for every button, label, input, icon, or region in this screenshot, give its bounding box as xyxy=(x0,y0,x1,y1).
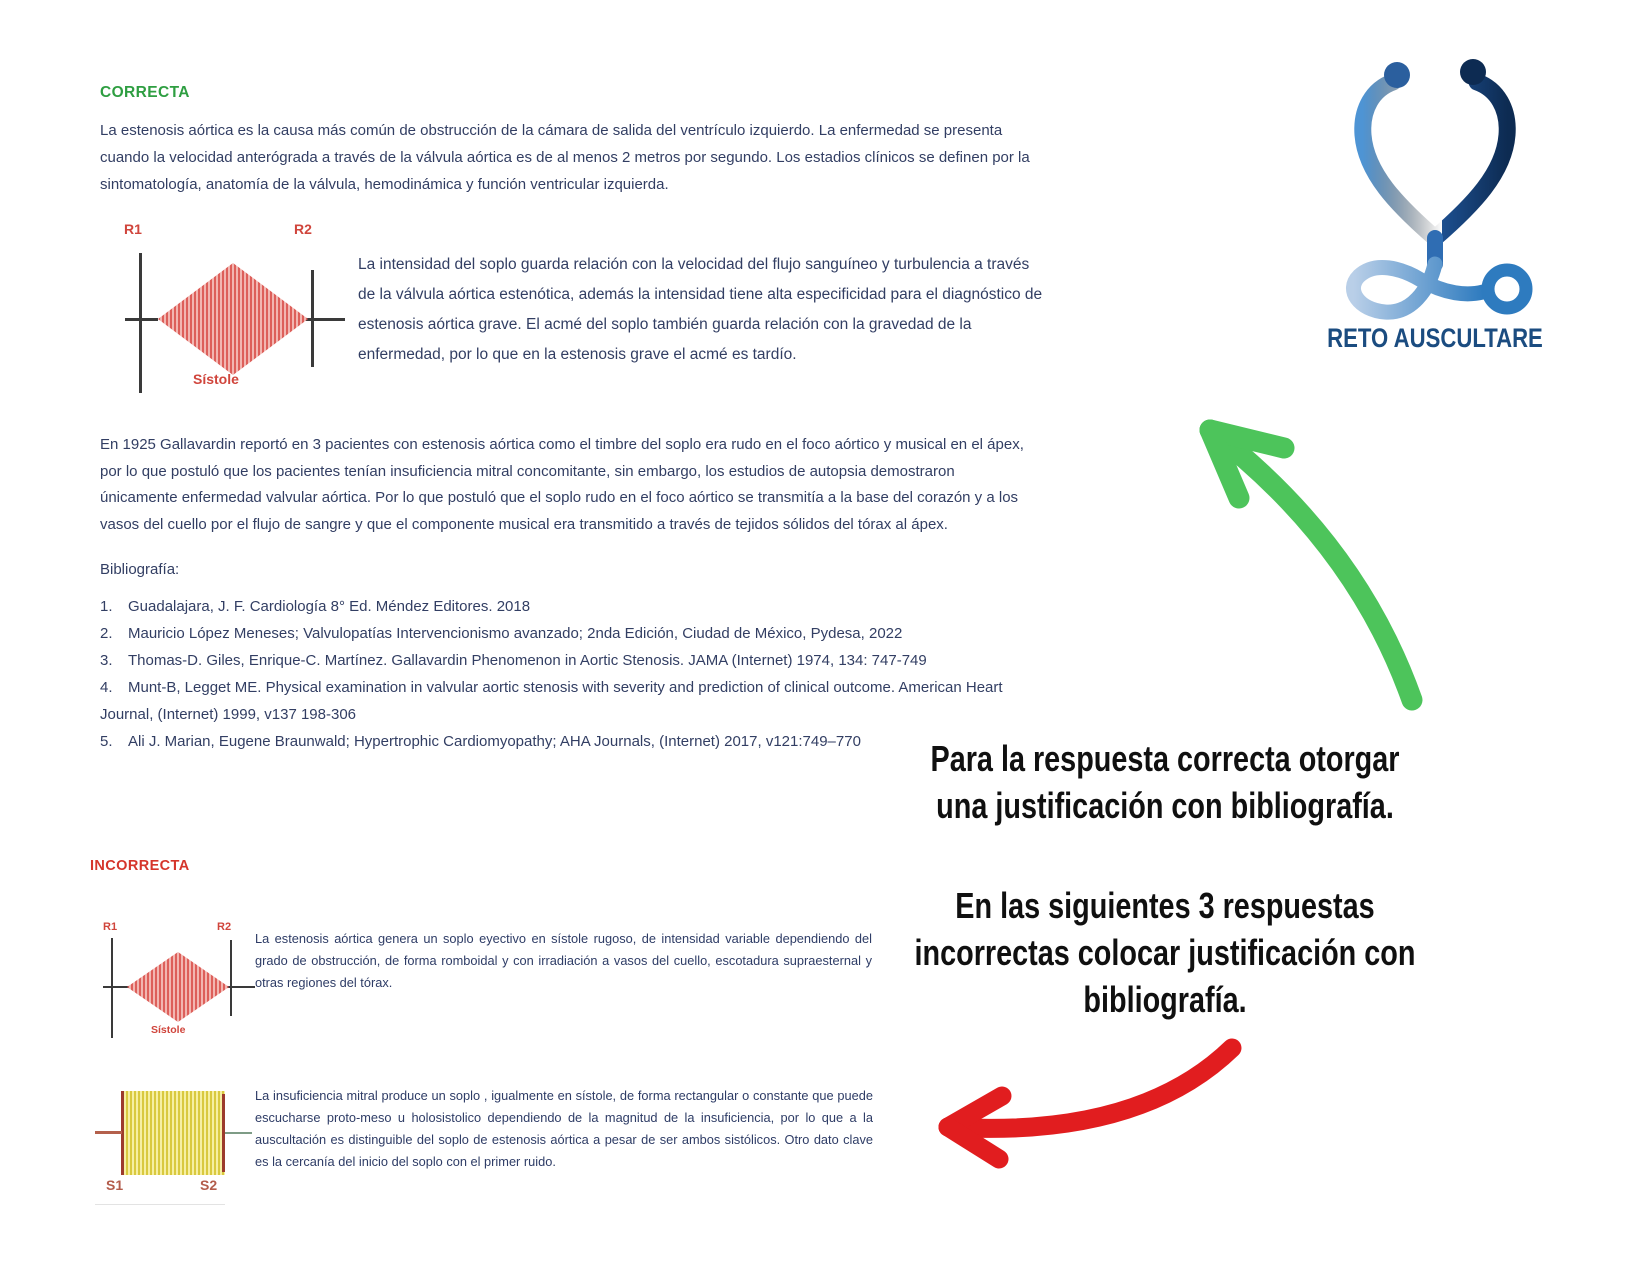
bibliography-item: 1. Guadalajara, J. F. Cardiología 8° Ed. … xyxy=(100,593,1050,620)
r1-label: R1 xyxy=(103,921,118,933)
gallavardin-paragraph: En 1925 Gallavardin reportó en 3 pacient… xyxy=(100,436,1024,533)
note-incorrect-instruction: En las siguientes 3 respuestas incorrect… xyxy=(914,885,1416,1020)
s1-line xyxy=(111,938,113,1038)
baseline-right xyxy=(225,1132,252,1134)
bibliography-item-number: 2. xyxy=(100,625,113,642)
diamond-murmur-shape xyxy=(127,952,229,1022)
correct-section-heading: CORRECTA xyxy=(100,84,190,101)
red-arrow-icon xyxy=(920,1035,1250,1185)
bibliography-item: 5. Ali J. Marian, Eugene Braunwald; Hyper… xyxy=(100,728,1050,755)
r2-label: R2 xyxy=(217,921,232,933)
bibliography-title: Bibliografía: xyxy=(100,561,180,578)
bibliography-item-number: 1. xyxy=(100,598,113,615)
bibliography-item-text: Thomas-D. Giles, Enrique-C. Martínez. Ga… xyxy=(128,652,927,669)
incorrect-diamond-diagram: R1 R2 Sístole xyxy=(95,916,270,1041)
bibliography-item: 2. Mauricio López Meneses; Valvulopatías … xyxy=(100,620,1050,647)
bibliography-item-number: 4. xyxy=(100,679,113,696)
divider-line xyxy=(95,1204,225,1205)
baseline-right xyxy=(218,986,255,988)
logo-wordmark: RETO AUSCULTARE xyxy=(1327,323,1543,353)
sistole-label: Sístole xyxy=(193,371,239,387)
green-arrow-strokes xyxy=(1199,419,1423,711)
mitral-regurgitation-murmur-diagram: S1 S2 xyxy=(90,1085,270,1210)
s1-line xyxy=(139,253,142,393)
logo-stethoscope-heart-icon xyxy=(1285,42,1585,327)
red-arrow-strokes xyxy=(938,1038,1242,1169)
s1-bar xyxy=(121,1091,124,1175)
baseline-right xyxy=(296,318,345,321)
green-arrow-icon xyxy=(1140,405,1430,715)
r2-label: R2 xyxy=(294,221,312,237)
bibliography-item-text: Mauricio López Meneses; Valvulopatías In… xyxy=(128,625,903,642)
bibliography-item: 3. Thomas-D. Giles, Enrique-C. Martínez. … xyxy=(100,647,1050,674)
s2-label: S2 xyxy=(200,1177,218,1193)
bibliography-item-text: Guadalajara, J. F. Cardiología 8° Ed. Mé… xyxy=(128,598,531,615)
note-correct-instruction: Para la respuesta correcta otorgar una j… xyxy=(930,738,1400,826)
baseline-left xyxy=(103,986,135,988)
incorrect-answer-1: La estenosis aórtica genera un soplo eye… xyxy=(255,931,872,990)
bibliography-item-number: 3. xyxy=(100,652,113,669)
incorrect-section-heading: INCORRECTA xyxy=(90,858,190,874)
bibliography-item-text: Munt-B, Legget ME. Physical examination … xyxy=(100,679,1003,723)
rectangular-murmur-shape xyxy=(122,1091,225,1175)
s2-line xyxy=(230,940,232,1016)
bibliography-item-number: 5. xyxy=(100,733,113,750)
murmur-intensity-paragraph: La intensidad del soplo guarda relación … xyxy=(358,256,1043,363)
r1-label: R1 xyxy=(124,221,142,237)
aortic-stenosis-murmur-diagram: R1 R2 Sístole xyxy=(100,215,360,395)
incorrect-answer-2: La insuficiencia mitral produce un soplo… xyxy=(255,1088,873,1169)
bibliography-item: 4.Munt-B, Legget ME. Physical examinatio… xyxy=(100,674,1050,728)
s1-label: S1 xyxy=(106,1177,124,1193)
baseline-left xyxy=(125,318,158,321)
sistole-label: Sístole xyxy=(151,1024,186,1036)
baseline-left xyxy=(95,1131,122,1134)
s2-bar xyxy=(222,1094,225,1172)
bibliography-list: 1. Guadalajara, J. F. Cardiología 8° Ed. … xyxy=(100,593,1050,755)
correct-intro-paragraph: La estenosis aórtica es la causa más com… xyxy=(100,122,1030,193)
bibliography-item-text: Ali J. Marian, Eugene Braunwald; Hypertr… xyxy=(128,733,861,750)
diamond-murmur-shape xyxy=(158,263,308,375)
